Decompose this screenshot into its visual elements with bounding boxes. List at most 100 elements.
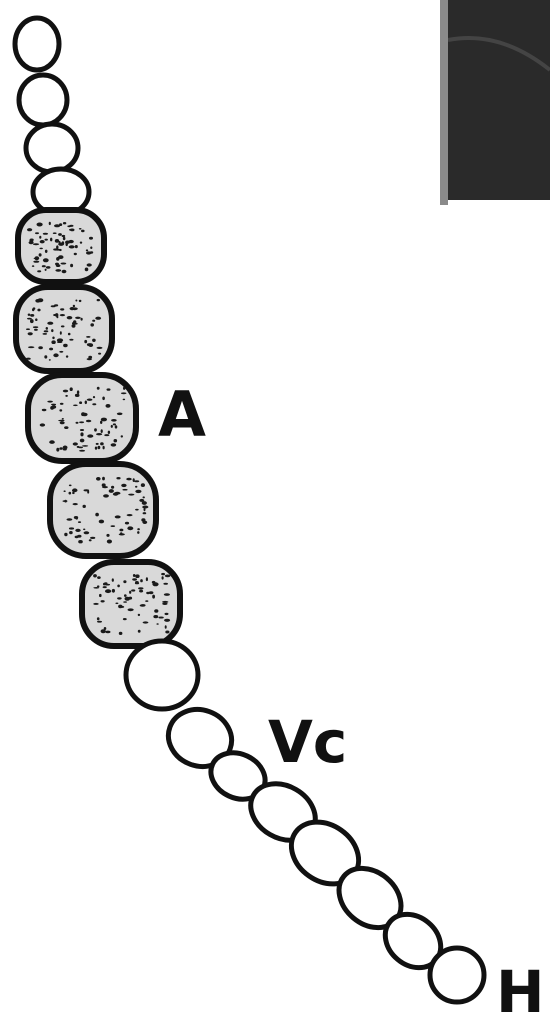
granule-dot xyxy=(37,309,40,312)
granule-dot xyxy=(98,353,101,355)
granule-dot xyxy=(53,353,58,357)
granule-dot xyxy=(29,239,33,243)
granule-dot xyxy=(123,618,127,620)
granule-dot xyxy=(33,261,39,263)
granule-dot xyxy=(67,225,71,227)
granule-dot xyxy=(145,600,148,602)
granule-dot xyxy=(101,629,106,633)
granule-dot xyxy=(53,314,56,316)
granule-dot xyxy=(53,232,57,234)
granule-dot xyxy=(105,631,110,634)
granule-dot xyxy=(93,396,95,398)
granule-dot xyxy=(47,401,53,403)
granule-dot xyxy=(86,249,88,251)
granule-dot xyxy=(78,521,81,523)
granule-dot xyxy=(133,478,135,482)
granule-dot xyxy=(51,340,55,344)
granule-dot xyxy=(72,323,78,325)
granule-dot xyxy=(83,529,85,531)
granule-dot xyxy=(77,390,79,394)
granule-dot xyxy=(137,528,140,530)
granule-dot xyxy=(112,589,115,593)
granule-dot xyxy=(35,318,37,321)
granule-dot xyxy=(50,238,52,242)
granule-dot xyxy=(69,339,73,341)
granule-dot xyxy=(92,403,96,405)
granule-dot xyxy=(120,532,122,534)
granule-dot xyxy=(135,490,141,493)
granule-dot xyxy=(140,579,143,582)
granule-dot xyxy=(158,617,163,619)
granule-dot xyxy=(162,576,164,579)
granule-dot xyxy=(135,574,139,578)
granule-dot xyxy=(64,500,67,503)
granule-dot xyxy=(119,632,123,635)
granule-dot xyxy=(93,603,99,605)
granule-dot xyxy=(58,233,62,236)
granule-dot xyxy=(45,239,48,241)
granule-dot xyxy=(69,492,72,495)
granule-dot xyxy=(115,515,121,518)
granule-dot xyxy=(139,499,144,502)
vegetative-cells-lower xyxy=(126,641,484,1002)
granule-dot xyxy=(114,492,120,495)
granule-dot xyxy=(89,237,93,240)
granule-dot xyxy=(92,339,96,342)
granule-dot xyxy=(42,265,46,267)
granule-dot xyxy=(165,613,169,615)
granule-dot xyxy=(49,359,51,361)
granule-dot xyxy=(103,494,109,497)
granule-dot xyxy=(97,347,103,349)
granule-dot xyxy=(90,251,93,253)
granule-dot xyxy=(135,486,137,488)
granule-dot xyxy=(123,450,126,452)
granule-dot xyxy=(135,509,139,511)
granule-dot xyxy=(72,307,78,310)
granule-dot xyxy=(68,240,73,243)
granule-dot xyxy=(120,606,125,608)
granule-dot xyxy=(59,409,62,411)
label-akinete: A xyxy=(158,378,206,451)
granule-dot xyxy=(95,447,97,450)
granule-dot xyxy=(134,480,139,482)
granule-dot xyxy=(101,418,107,422)
granule-dot xyxy=(33,326,38,328)
granule-dot xyxy=(64,490,66,492)
vegetative-cell xyxy=(19,75,67,125)
granule-dot xyxy=(102,477,105,481)
granule-dot xyxy=(103,446,105,450)
label-vegetative-cell: Vc xyxy=(268,708,347,776)
granule-dot xyxy=(84,340,87,343)
granule-dot xyxy=(107,540,112,544)
granule-dot xyxy=(63,222,66,224)
granule-dot xyxy=(113,423,116,425)
granule-dot xyxy=(30,314,34,317)
granule-dot xyxy=(35,256,40,260)
granule-dot xyxy=(111,443,117,446)
granule-dot xyxy=(51,405,56,408)
granule-dot xyxy=(45,269,47,271)
granule-dot xyxy=(56,448,59,452)
label-heterocyst: H xyxy=(496,958,545,1025)
granule-dot xyxy=(163,583,168,585)
granule-dot xyxy=(133,574,136,577)
photo-inset xyxy=(440,0,550,205)
granule-dot xyxy=(96,433,102,435)
granule-dot xyxy=(43,258,49,262)
granule-dot xyxy=(141,483,145,487)
granule-dot xyxy=(102,483,106,486)
granule-dot xyxy=(38,346,43,349)
granule-dot xyxy=(121,435,123,437)
granule-dot xyxy=(75,317,81,319)
akinete-cells xyxy=(16,210,180,646)
granule-dot xyxy=(79,401,82,404)
granule-dot xyxy=(74,253,77,255)
granule-dot xyxy=(99,520,104,524)
granule-dot xyxy=(85,268,89,272)
granule-dot xyxy=(55,269,61,272)
granule-dot xyxy=(152,595,155,599)
granule-dot xyxy=(123,601,127,603)
granule-dot xyxy=(138,630,141,633)
granule-dot xyxy=(79,300,82,302)
granule-dot xyxy=(156,623,158,625)
